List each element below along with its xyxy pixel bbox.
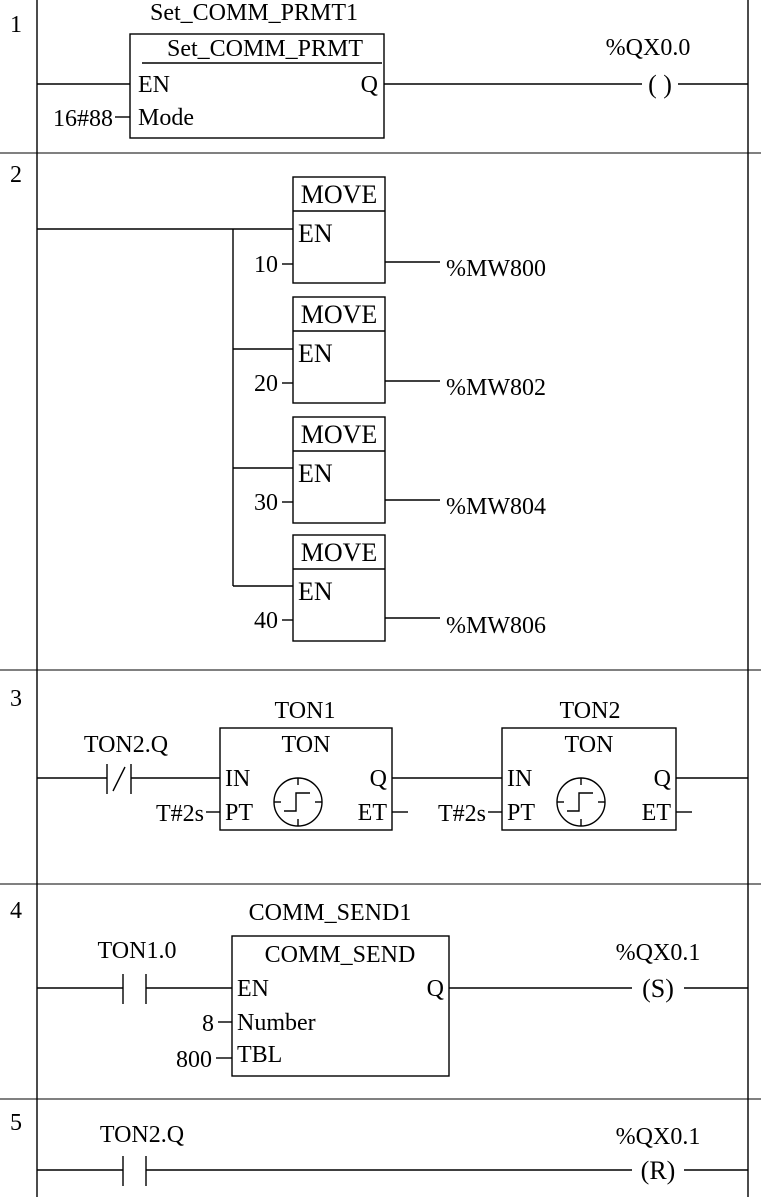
timer-preset: T#2s (156, 801, 204, 827)
pin-en-label: EN (138, 72, 170, 98)
coil-address: %QX0.0 (606, 35, 691, 61)
move-input-value: 30 (254, 490, 278, 516)
ton-timer-block[interactable]: TON IN PT Q ET (501, 727, 677, 831)
rung-number: 4 (10, 898, 22, 924)
coil-symbol[interactable]: (S) (642, 974, 674, 1003)
block-type-label: MOVE (301, 300, 378, 329)
block-type-label: TON (565, 732, 614, 758)
pin-pt-label: PT (225, 800, 253, 826)
mode-value: 16#88 (53, 106, 113, 132)
contact-label: TON1.0 (98, 938, 177, 964)
move-block[interactable]: MOVE EN 30 %MW804 (254, 416, 546, 524)
rung-number: 5 (10, 1110, 22, 1136)
move-block[interactable]: MOVE EN 40 %MW806 (254, 534, 546, 642)
move-output-address: %MW806 (446, 613, 546, 639)
timer-preset: T#2s (438, 801, 486, 827)
block-instance-name: COMM_SEND1 (249, 900, 412, 926)
pin-number-label: Number (237, 1010, 316, 1036)
rung-3: 3 TON2.Q TON1 TON IN PT Q ET (10, 686, 748, 831)
pin-q-label: Q (370, 766, 387, 792)
block-type-label: Set_COMM_PRMT (167, 36, 363, 62)
coil-symbol[interactable]: ( ) (648, 70, 672, 99)
move-output-address: %MW800 (446, 256, 546, 282)
pin-tbl-label: TBL (237, 1042, 282, 1068)
rung-4: 4 TON1.0 COMM_SEND1 COMM_SEND EN Number … (10, 898, 748, 1077)
block-type-label: COMM_SEND (265, 942, 416, 968)
normally-closed-contact[interactable] (106, 764, 132, 794)
normally-open-contact[interactable] (122, 974, 147, 1004)
block-type-label: MOVE (301, 180, 378, 209)
contact-label: TON2.Q (100, 1122, 184, 1148)
pin-en-label: EN (237, 976, 269, 1002)
move-input-value: 40 (254, 608, 278, 634)
ton-timer-block[interactable]: TON IN PT Q ET (219, 727, 393, 831)
normally-open-contact[interactable] (122, 1156, 147, 1186)
rung-number: 2 (10, 162, 22, 188)
contact-label: TON2.Q (84, 732, 168, 758)
block-type-label: TON (282, 732, 331, 758)
pin-in-label: IN (225, 766, 250, 792)
rung-2: 2 MOVE EN 10 %MW800 MOVE EN 20 %MW802 (10, 162, 546, 642)
rung-number: 1 (10, 12, 22, 38)
block-type-label: MOVE (301, 538, 378, 567)
block-instance-name: TON1 (275, 698, 336, 724)
move-input-value: 10 (254, 252, 278, 278)
pin-en-label: EN (298, 577, 333, 606)
pin-mode-label: Mode (138, 105, 194, 131)
comm-send-block[interactable]: COMM_SEND EN Number TBL Q (231, 935, 450, 1077)
number-value: 8 (202, 1011, 214, 1037)
pin-pt-label: PT (507, 800, 535, 826)
pin-en-label: EN (298, 339, 333, 368)
pin-et-label: ET (358, 800, 388, 826)
coil-address: %QX0.1 (616, 1124, 701, 1150)
timer-clock-icon (556, 777, 606, 827)
tbl-value: 800 (176, 1047, 212, 1073)
coil-address: %QX0.1 (616, 940, 701, 966)
pin-q-label: Q (361, 72, 378, 98)
block-instance-name: Set_COMM_PRMT1 (150, 0, 358, 26)
pin-en-label: EN (298, 459, 333, 488)
pin-q-label: Q (654, 766, 671, 792)
block-instance-name: TON2 (560, 698, 621, 724)
pin-q-label: Q (427, 976, 444, 1002)
set-comm-prmt-block[interactable] (129, 33, 385, 139)
pin-en-label: EN (298, 219, 333, 248)
block-type-label: MOVE (301, 420, 378, 449)
timer-clock-icon (273, 777, 323, 827)
move-input-value: 20 (254, 371, 278, 397)
coil-symbol[interactable]: (R) (641, 1156, 676, 1185)
pin-in-label: IN (507, 766, 532, 792)
move-block[interactable]: MOVE EN 20 %MW802 (254, 296, 546, 404)
rung-5: 5 TON2.Q (R) %QX0.1 (10, 1110, 748, 1186)
rung-1: 1 Set_COMM_PRMT1 Set_COMM_PRMT EN Mode Q… (10, 0, 748, 139)
pin-et-label: ET (642, 800, 672, 826)
rung-number: 3 (10, 686, 22, 712)
move-output-address: %MW804 (446, 494, 546, 520)
move-output-address: %MW802 (446, 375, 546, 401)
move-block[interactable]: MOVE EN 10 %MW800 (254, 176, 546, 284)
